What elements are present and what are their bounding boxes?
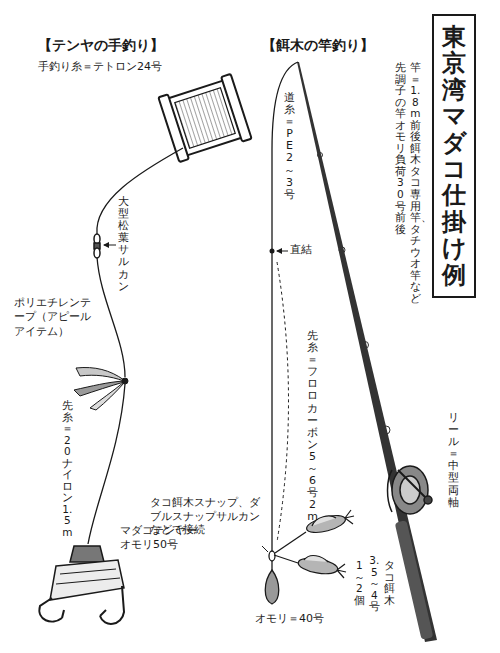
bait-casting-reel [388, 466, 433, 514]
jig-spec: タコ餌木 [384, 560, 395, 606]
snap-and-sinker [262, 532, 306, 604]
part-name: 大型松葉サルカン [118, 196, 129, 293]
section-heading: 【餌木の竿釣り】 [262, 36, 374, 54]
reel-spec: リール＝中型両軸 [448, 412, 459, 509]
sinker-spec: オモリ＝40号 [255, 612, 324, 626]
squid-jig [297, 510, 354, 578]
rod-spec: 竿＝1.8m前後 餌木タコ専用竿、タチウオ竿など [410, 62, 421, 304]
line-spec: 先糸＝20ナイロン1.5m [62, 400, 73, 539]
hand-line [88, 148, 183, 544]
rod-spec: 先調子の竿 オモリ負荷30号前後 [395, 62, 406, 235]
section-heading: 【テンヤの手釣り】 [38, 36, 164, 54]
title-box: 東京湾マダコ仕掛け例 [432, 14, 476, 298]
knot [270, 249, 275, 254]
line-spec: 道糸＝PE2～3号 [284, 92, 295, 201]
swivel [94, 234, 100, 258]
length-bracket [277, 262, 289, 542]
connection-note: タコ餌木スナップ、ダブルスナップサルカンなどで接続 [150, 496, 268, 537]
main-line [272, 62, 298, 552]
octopus-tenya [39, 546, 124, 624]
leader-line [104, 245, 116, 246]
title: 東京湾マダコ仕掛け例 [442, 24, 466, 288]
jig-spec: 1～2個 [354, 560, 365, 606]
appeal-tape [74, 368, 128, 411]
jig-spec: 3.5～4号 [369, 555, 380, 613]
line-spec: 先糸＝フロロカーボン5～6号2m [307, 330, 318, 524]
fishing-rod [297, 62, 437, 642]
part-name: ポリエチレンテープ（アピールアイテム） [14, 296, 92, 339]
leader-line [277, 251, 288, 252]
line-spec: 手釣り糸＝テトロン24号 [38, 60, 162, 74]
knot-note: 直結 [290, 243, 312, 257]
line-spool [158, 74, 251, 162]
